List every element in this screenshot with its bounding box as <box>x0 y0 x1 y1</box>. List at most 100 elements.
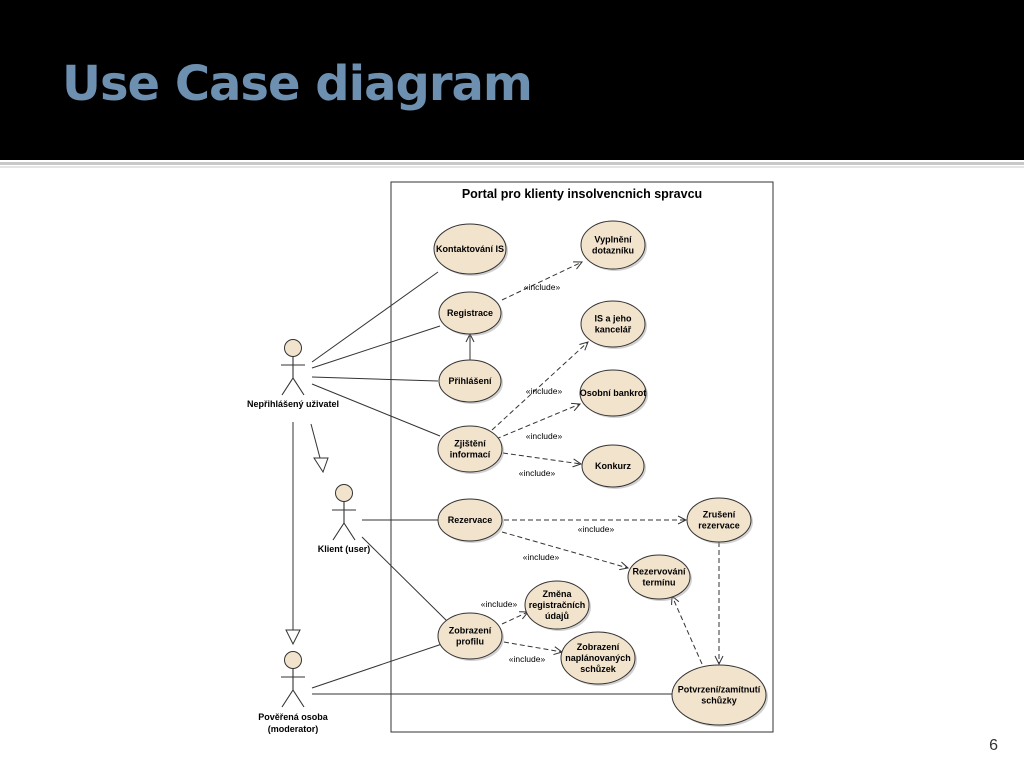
use-case-rezervace: Rezervace <box>437 498 504 543</box>
use-case-label: termínu <box>642 578 675 588</box>
use-case-ellipse <box>433 223 507 275</box>
use-case-label: dotazníku <box>592 246 634 256</box>
actor-head-icon <box>284 339 302 357</box>
use-case-label: Rezervování <box>632 567 686 577</box>
use-case-label: Zobrazení <box>449 626 492 636</box>
include-line <box>501 612 528 625</box>
use-case-label: Vyplnění <box>594 235 632 245</box>
use-case-label: Rezervace <box>448 515 493 525</box>
generalization-arrowhead <box>285 629 301 646</box>
actor-body-icon <box>332 502 356 541</box>
include-label: «include» <box>519 468 556 478</box>
use-case-label: informací <box>450 450 491 460</box>
use-case-ellipse <box>437 612 503 660</box>
include-line <box>501 531 628 568</box>
include-line <box>503 641 562 652</box>
include-line <box>495 404 580 440</box>
use-case-ellipse <box>580 220 646 270</box>
use-case-ellipse <box>560 631 636 685</box>
use-case-label: Zjištění <box>454 439 486 449</box>
use-case-label: profilu <box>456 637 484 647</box>
include-label: «include» <box>481 599 518 609</box>
use-case-label: Konkurz <box>595 461 632 471</box>
include-label: «include» <box>526 431 563 441</box>
actor-head-icon <box>284 651 302 669</box>
divider-line-light <box>0 166 1024 168</box>
use-case-registrace: Registrace <box>438 291 503 336</box>
include-label: «include» <box>578 524 615 534</box>
include-line <box>491 342 588 431</box>
include-label: «include» <box>509 654 546 664</box>
use-case-ellipse <box>437 498 503 542</box>
use-case-label: rezervace <box>698 521 740 531</box>
use-case-label: Osobní bankrot <box>580 388 647 398</box>
association-line <box>311 643 443 689</box>
use-case-ellipse <box>438 359 502 403</box>
use-cases: Kontaktování IS VyplněnídotazníkuRegistra… <box>433 220 768 727</box>
use-case-label: Kontaktování IS <box>436 244 504 254</box>
use-case-label: naplánovaných <box>565 653 631 663</box>
include-labels: «include» «include» «include» «include» … <box>481 282 615 664</box>
use-case-label: údajů <box>545 611 569 621</box>
association-line <box>361 536 451 625</box>
use-case-label: registračních <box>529 600 586 610</box>
use-case-ellipse <box>524 580 590 630</box>
use-case-label: Změna <box>542 589 572 599</box>
title-bar <box>0 0 1024 160</box>
actor-label: Nepřihlášený uživatel <box>247 399 339 409</box>
actor-body-icon <box>281 357 305 396</box>
actor-body-icon <box>281 669 305 708</box>
association-line <box>311 383 441 437</box>
actor-head-icon <box>335 484 353 502</box>
include-label: «include» <box>523 552 560 562</box>
system-title: Portal pro klienty insolvencnich spravcu <box>462 187 702 201</box>
actor-label: Klient (user) <box>318 544 371 554</box>
actor-poverena: Pověřená osoba(moderator) <box>258 651 329 734</box>
connectors <box>285 262 719 695</box>
use-case-label: Registrace <box>447 308 493 318</box>
use-case-label: schůzek <box>580 664 617 674</box>
use-case-ellipse <box>581 444 645 488</box>
association-line <box>311 376 439 382</box>
generalization-line <box>310 423 321 459</box>
use-case-prihlaseni: Přihlášení <box>438 359 503 404</box>
divider-line <box>0 162 1024 165</box>
use-case-label: schůzky <box>701 696 737 706</box>
actor-label: Pověřená osoba <box>258 712 329 722</box>
use-case-ellipse <box>437 425 503 473</box>
actor-neprihlaseny: Nepřihlášený uživatel <box>247 339 339 409</box>
use-case-label: Přihlášení <box>448 376 492 386</box>
include-label: «include» <box>524 282 561 292</box>
dependency-line <box>672 596 703 665</box>
use-case-ellipse <box>438 291 502 335</box>
use-case-ellipse <box>627 554 691 600</box>
slide-title: Use Case diagram <box>62 56 533 112</box>
use-case-label: Zrušení <box>703 510 736 520</box>
use-case-label: Potvrzení/zamítnutí <box>678 685 761 695</box>
include-label: «include» <box>526 386 563 396</box>
association-line <box>311 271 439 363</box>
use-case-osobni-bankrot: Osobní bankrot <box>579 369 648 418</box>
include-line <box>501 262 582 301</box>
slide-number: 6 <box>989 737 998 754</box>
use-case-label: Zobrazení <box>577 642 620 652</box>
generalization-arrowhead <box>313 457 329 474</box>
use-case-ellipse <box>686 497 752 543</box>
use-case-label: kancelář <box>595 325 632 335</box>
use-case-ellipse <box>579 369 647 417</box>
use-case-ellipse <box>580 300 646 348</box>
use-case-label: IS a jeho <box>594 314 632 324</box>
include-line <box>502 452 581 464</box>
association-line <box>311 325 441 369</box>
use-case-konkurz: Konkurz <box>581 444 646 489</box>
actor-klient: Klient (user) <box>318 484 371 554</box>
use-case-ellipse <box>671 664 767 726</box>
